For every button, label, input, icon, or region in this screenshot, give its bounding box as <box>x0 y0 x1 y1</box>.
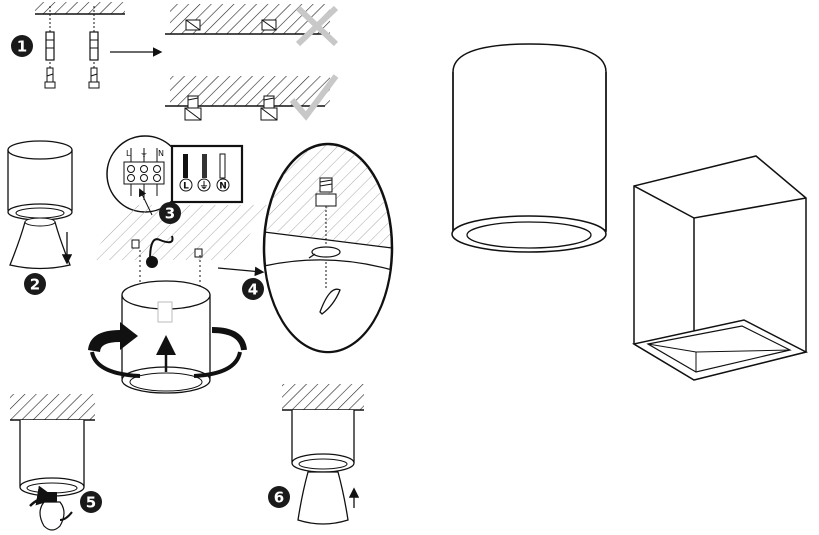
step-number: 4 <box>248 281 258 299</box>
terminal-label: N <box>158 149 164 158</box>
screw-icon <box>88 62 100 89</box>
step-number: 2 <box>30 276 40 294</box>
step5-insert-bulb: 5 <box>10 394 102 531</box>
terminal-label: L <box>126 149 131 158</box>
step-number: 6 <box>274 489 284 507</box>
screw-icon <box>44 62 56 89</box>
step-badge-2: 2 <box>24 273 46 295</box>
rotate-arrow-icon <box>29 485 73 521</box>
step3-wiring: L ⏚ N L ⏚ N 3 <box>88 135 270 268</box>
step6-attach-shade: 6 <box>268 384 364 525</box>
step-badge-6: 6 <box>268 486 290 508</box>
step-badge-3: 3 <box>159 202 181 224</box>
terminal-label: N <box>219 182 227 192</box>
cross-mark-icon <box>295 5 339 47</box>
round-downlight-product <box>451 43 607 253</box>
check-mark-icon <box>289 74 339 121</box>
terminal-label: ⏚ <box>199 181 208 192</box>
wall-plug-icon <box>45 6 55 61</box>
wrong-mounting <box>165 4 339 47</box>
step-badge-4: 4 <box>242 278 264 300</box>
square-downlight-product <box>631 155 809 381</box>
terminal-label: ⏚ <box>140 149 148 158</box>
cylinder-mounting <box>88 250 265 394</box>
step-badge-1: 1 <box>11 35 33 57</box>
step4-detail-zoom: 4 <box>242 142 394 354</box>
step-badge-5: 5 <box>80 491 102 513</box>
ceiling-hatch <box>35 2 125 15</box>
step-number: 1 <box>17 38 27 56</box>
wall-plug-icon <box>89 6 99 61</box>
step2-remove-cover: 2 <box>7 140 73 295</box>
step-number: 3 <box>165 205 175 223</box>
screw-icon <box>131 239 203 258</box>
correct-mounting <box>165 74 339 121</box>
rotate-arrow-icon <box>88 322 247 378</box>
terminal-label: L <box>183 182 189 192</box>
step-number: 5 <box>86 494 96 512</box>
step1-ceiling-drilling: 1 <box>11 2 339 121</box>
